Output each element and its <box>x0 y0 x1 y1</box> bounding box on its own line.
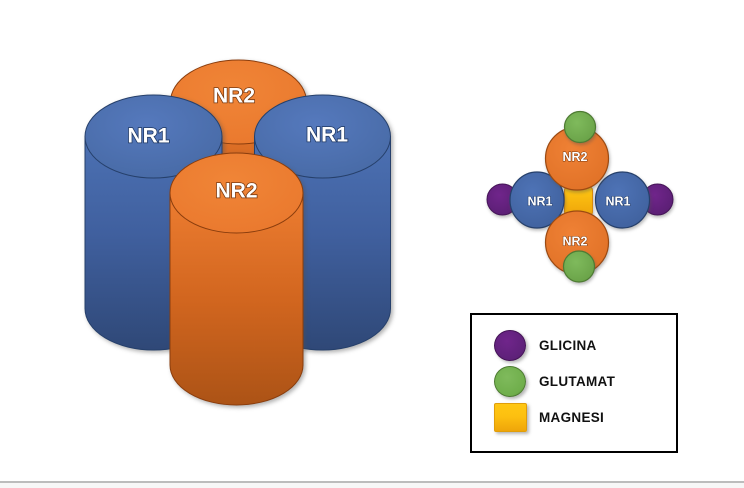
legend-row-magnesium: MAGNESI <box>493 401 604 433</box>
subunit-label-nr2-front: NR2 <box>215 180 257 203</box>
glutamate-circle-top <box>563 110 597 144</box>
legend-label-glutamate: GLUTAMAT <box>539 373 616 389</box>
magnesium-legend-swatch-icon <box>493 402 527 432</box>
glutamate-circle-bottom <box>562 250 596 283</box>
legend-label-glycine: GLICINA <box>539 337 597 353</box>
page-bottom-strip <box>0 483 744 488</box>
receptor-schematic: NR2 NR1 NR1 NR2 <box>486 110 674 283</box>
legend-row-glycine: GLICINA <box>493 329 597 361</box>
page-bottom-divider <box>0 481 744 483</box>
schematic-nr1-left <box>509 171 565 229</box>
schematic-label-nr2-top: NR2 <box>562 150 587 164</box>
glutamate-legend-swatch-icon <box>494 365 526 397</box>
glycine-legend-swatch-icon <box>494 329 526 361</box>
schematic-label-nr1-right: NR1 <box>605 195 630 209</box>
schematic-nr1-right <box>594 171 651 229</box>
subunit-label-nr1-left: NR1 <box>127 125 169 148</box>
legend-box: GLICINA GLUTAMAT MAGNESI <box>470 313 678 453</box>
legend-row-glutamate: GLUTAMAT <box>493 365 615 397</box>
receptor-3d-figure: NR2 NR1 NR1 NR2 <box>84 59 391 406</box>
subunit-label-nr2-back: NR2 <box>213 85 255 108</box>
schematic-label-nr1-left: NR1 <box>527 195 552 209</box>
legend-label-magnesium: MAGNESI <box>539 409 605 425</box>
subunit-label-nr1-right: NR1 <box>306 124 348 147</box>
schematic-label-nr2-bottom: NR2 <box>562 235 587 249</box>
subunit-cylinder-nr2-front <box>169 152 304 406</box>
